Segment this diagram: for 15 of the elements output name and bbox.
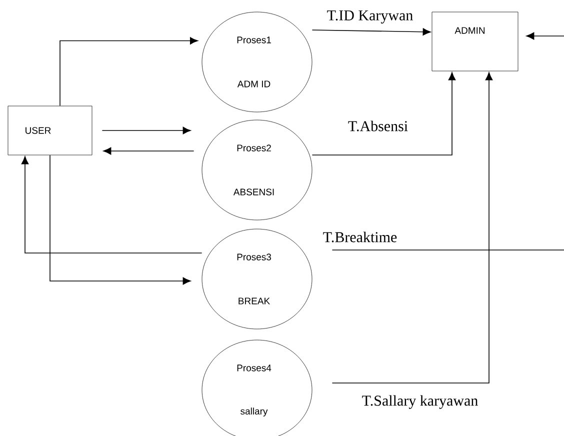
arrow — [102, 126, 191, 134]
edge-label: T.Absensi — [346, 120, 410, 132]
arrow — [526, 32, 564, 40]
arrow — [312, 28, 431, 36]
arrow — [50, 154, 191, 285]
arrow — [103, 147, 194, 155]
arrow — [332, 72, 493, 384]
edge-label: T.Sallary karyawan — [360, 394, 480, 410]
arrow — [60, 37, 198, 106]
arrow — [312, 72, 456, 156]
arrow — [21, 156, 202, 254]
edge-label: T.Breaktime — [322, 230, 398, 244]
entity-box: ADMIN — [432, 12, 518, 72]
entity-box: USER — [8, 106, 92, 156]
edge-label: T.ID Karywan — [326, 9, 414, 25]
